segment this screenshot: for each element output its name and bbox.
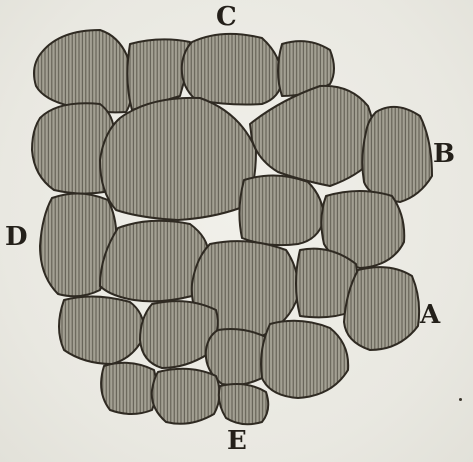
cell — [362, 107, 432, 202]
cell — [34, 30, 132, 112]
cell — [100, 98, 256, 220]
cell-group — [32, 30, 432, 424]
stray-dot-mark — [459, 398, 462, 401]
cell — [182, 34, 282, 105]
label-e: E — [227, 428, 247, 454]
cell — [344, 267, 419, 350]
cell — [59, 296, 144, 364]
cell — [152, 369, 220, 424]
cell — [101, 363, 156, 414]
cell — [219, 384, 268, 424]
label-b: B — [433, 141, 455, 167]
label-d: D — [5, 224, 28, 250]
cell — [239, 175, 324, 245]
cell — [261, 321, 348, 398]
label-a: A — [420, 302, 440, 328]
label-c: C — [216, 4, 237, 30]
